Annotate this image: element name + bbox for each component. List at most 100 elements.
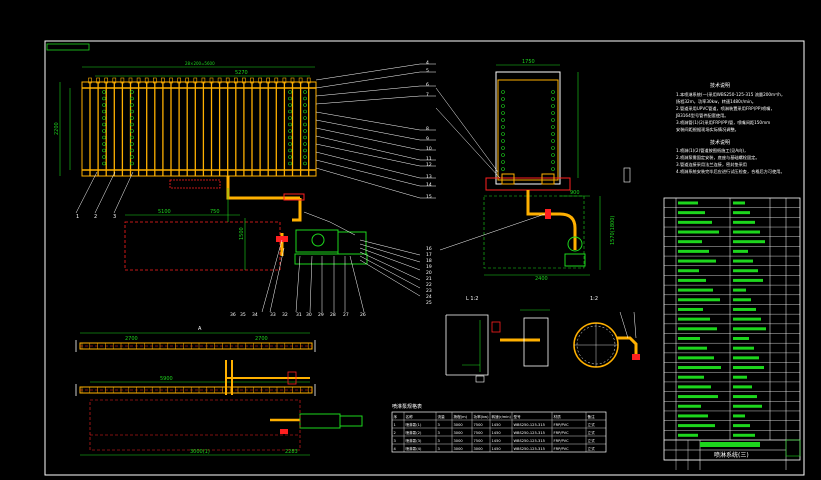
note-line: 扬程32m，功率30kw，转速1480r/min。 xyxy=(676,98,756,105)
note-line: JB3164型号管件配套使用。 xyxy=(675,112,728,119)
post-cap xyxy=(104,77,108,84)
notes-title: 技术说明 xyxy=(710,82,730,89)
leader-line xyxy=(309,255,313,313)
table-cell: 1450 xyxy=(492,439,502,443)
note-line: 安装间距根据现场实际情况调整。 xyxy=(676,126,739,133)
callout-number: 17 xyxy=(426,252,432,258)
nozzle xyxy=(303,103,307,107)
note-line: 1.喷淋(1)(2)管道按图纸施工(见A向)， xyxy=(676,147,748,154)
table-cell: 7500 xyxy=(474,439,484,443)
callout-number: 22 xyxy=(426,282,432,288)
parts-row-text xyxy=(733,375,747,379)
table-cell: 立式 xyxy=(588,446,596,451)
parts-row-text xyxy=(678,327,717,331)
table-cell: 3 xyxy=(438,431,440,435)
dim-plan-b: 2700 xyxy=(255,336,268,342)
dim-side-w: 1750 xyxy=(522,59,535,65)
nozzle xyxy=(130,96,134,101)
parts-row-text xyxy=(678,230,719,234)
table-cell: 7500 xyxy=(474,431,484,435)
table-cell: 3000 xyxy=(454,439,464,443)
pump-table-title: 喷淋泵规格表 xyxy=(392,403,422,410)
table-cell: FRP/PVC xyxy=(554,447,570,451)
nozzle xyxy=(501,104,505,108)
nozzle xyxy=(501,111,505,115)
post-cap xyxy=(96,77,100,84)
parts-row-text xyxy=(733,240,765,244)
table-cell: 1 xyxy=(394,423,396,427)
nozzle xyxy=(288,129,292,133)
nozzle xyxy=(288,109,292,114)
parts-row-text xyxy=(678,220,712,224)
callout-number: 33 xyxy=(270,312,276,318)
post-cap xyxy=(128,77,133,84)
nozzle xyxy=(102,129,106,133)
leader-line xyxy=(261,239,283,313)
dim-base-h: 1500 xyxy=(239,227,245,240)
table-cell: FRP/PVC xyxy=(554,431,570,435)
nozzle xyxy=(551,118,555,122)
nozzle xyxy=(551,167,555,171)
title-block-project xyxy=(700,442,760,447)
table-header-cell: 备注 xyxy=(588,414,596,419)
nozzle xyxy=(303,161,307,166)
leader-line xyxy=(359,243,421,263)
parts-row-text xyxy=(678,259,716,263)
parts-row-text xyxy=(733,278,763,282)
parts-row-text xyxy=(733,269,758,273)
post-cap xyxy=(120,77,125,84)
table-header-cell: 型号 xyxy=(514,414,522,419)
callout-number: 36 xyxy=(230,312,236,318)
leader-line xyxy=(315,63,421,81)
nozzle xyxy=(551,125,555,129)
note-line: 1.本喷淋系统(一)采用WBS250-125-315 流量200m³/h， xyxy=(676,91,785,98)
callout-number: 5 xyxy=(426,68,429,74)
nozzle xyxy=(303,109,307,114)
nozzle xyxy=(303,90,307,94)
table-cell: FRP/PVC xyxy=(554,423,570,427)
parts-row-text xyxy=(733,404,762,408)
section-label-2: 1:2 xyxy=(590,296,598,302)
table-cell: 3 xyxy=(438,439,440,443)
callout-number: 11 xyxy=(426,156,432,162)
parts-row-text xyxy=(733,288,746,292)
leader-line xyxy=(315,143,421,167)
post-cap xyxy=(112,77,117,84)
nozzle xyxy=(551,153,555,157)
callout-number: 32 xyxy=(282,312,288,318)
leader-line xyxy=(359,259,421,297)
nozzle xyxy=(551,160,555,164)
callout-number: 8 xyxy=(426,126,429,132)
table-header-cell: 转速(r/min) xyxy=(492,414,512,419)
nozzle xyxy=(102,135,106,140)
callout-number: 1 xyxy=(76,214,79,220)
parts-row-text xyxy=(678,307,703,311)
parts-row-text xyxy=(678,356,714,360)
callout-number: 26 xyxy=(360,312,366,318)
parts-row-text xyxy=(678,404,701,408)
post-cap xyxy=(242,77,246,84)
callout-number: 30 xyxy=(306,312,312,318)
nozzle xyxy=(130,155,134,159)
post-cap xyxy=(153,77,157,84)
nozzle xyxy=(130,116,134,120)
callout-number: 20 xyxy=(426,270,432,276)
table-cell: 3000 xyxy=(454,423,464,427)
technical-notes: 技术说明 1.本喷淋系统(一)采用WBS250-125-315 流量200m³/… xyxy=(675,82,785,175)
nozzle xyxy=(551,104,555,108)
post-cap xyxy=(290,77,295,84)
nozzle xyxy=(551,132,555,136)
leader-line xyxy=(269,247,285,313)
post-cap xyxy=(282,77,287,84)
nozzle xyxy=(130,135,134,140)
parts-row-text xyxy=(733,336,749,340)
nozzle xyxy=(303,142,307,146)
parts-row-text xyxy=(678,424,715,428)
parts-row-text xyxy=(678,433,698,437)
dim-plan-a: 2700 xyxy=(125,336,138,342)
nozzle xyxy=(501,167,505,171)
nozzle xyxy=(102,155,106,159)
table-cell: 喷淋泵(2) xyxy=(406,430,422,435)
callout-number: 34 xyxy=(252,312,258,318)
